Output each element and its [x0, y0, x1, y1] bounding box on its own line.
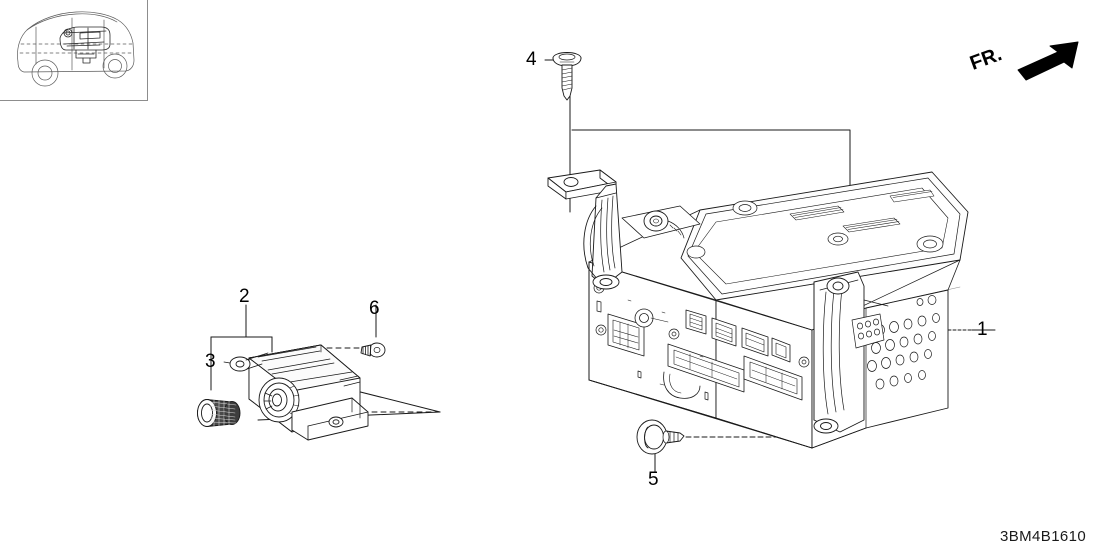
- vehicle-body-outline: [17, 11, 135, 73]
- vehicle-wheels: [31, 53, 128, 87]
- clip-icon: [636, 419, 685, 455]
- screw-icon: [552, 52, 582, 101]
- callout-1: 1: [977, 319, 988, 340]
- mounting-bracket-left: [547, 169, 701, 290]
- arrow-up-right-icon: [1017, 41, 1079, 81]
- callout-3: 3: [205, 351, 216, 372]
- callout-6: 6: [369, 298, 380, 319]
- mounting-bracket-right: [813, 271, 889, 434]
- switch-assembly-icon: [223, 344, 369, 441]
- vehicle-location-inset: [0, 0, 148, 101]
- callout-4: 4: [526, 49, 537, 70]
- instrument-panel-detail: [59, 26, 111, 64]
- screw-icon: [360, 342, 386, 358]
- knurled-knob-icon: [197, 399, 241, 427]
- diagram-code: 3BM4B1610: [1000, 528, 1087, 545]
- radio-unit-icon: [547, 169, 969, 449]
- callout-5: 5: [648, 469, 659, 490]
- callout-2: 2: [239, 286, 250, 307]
